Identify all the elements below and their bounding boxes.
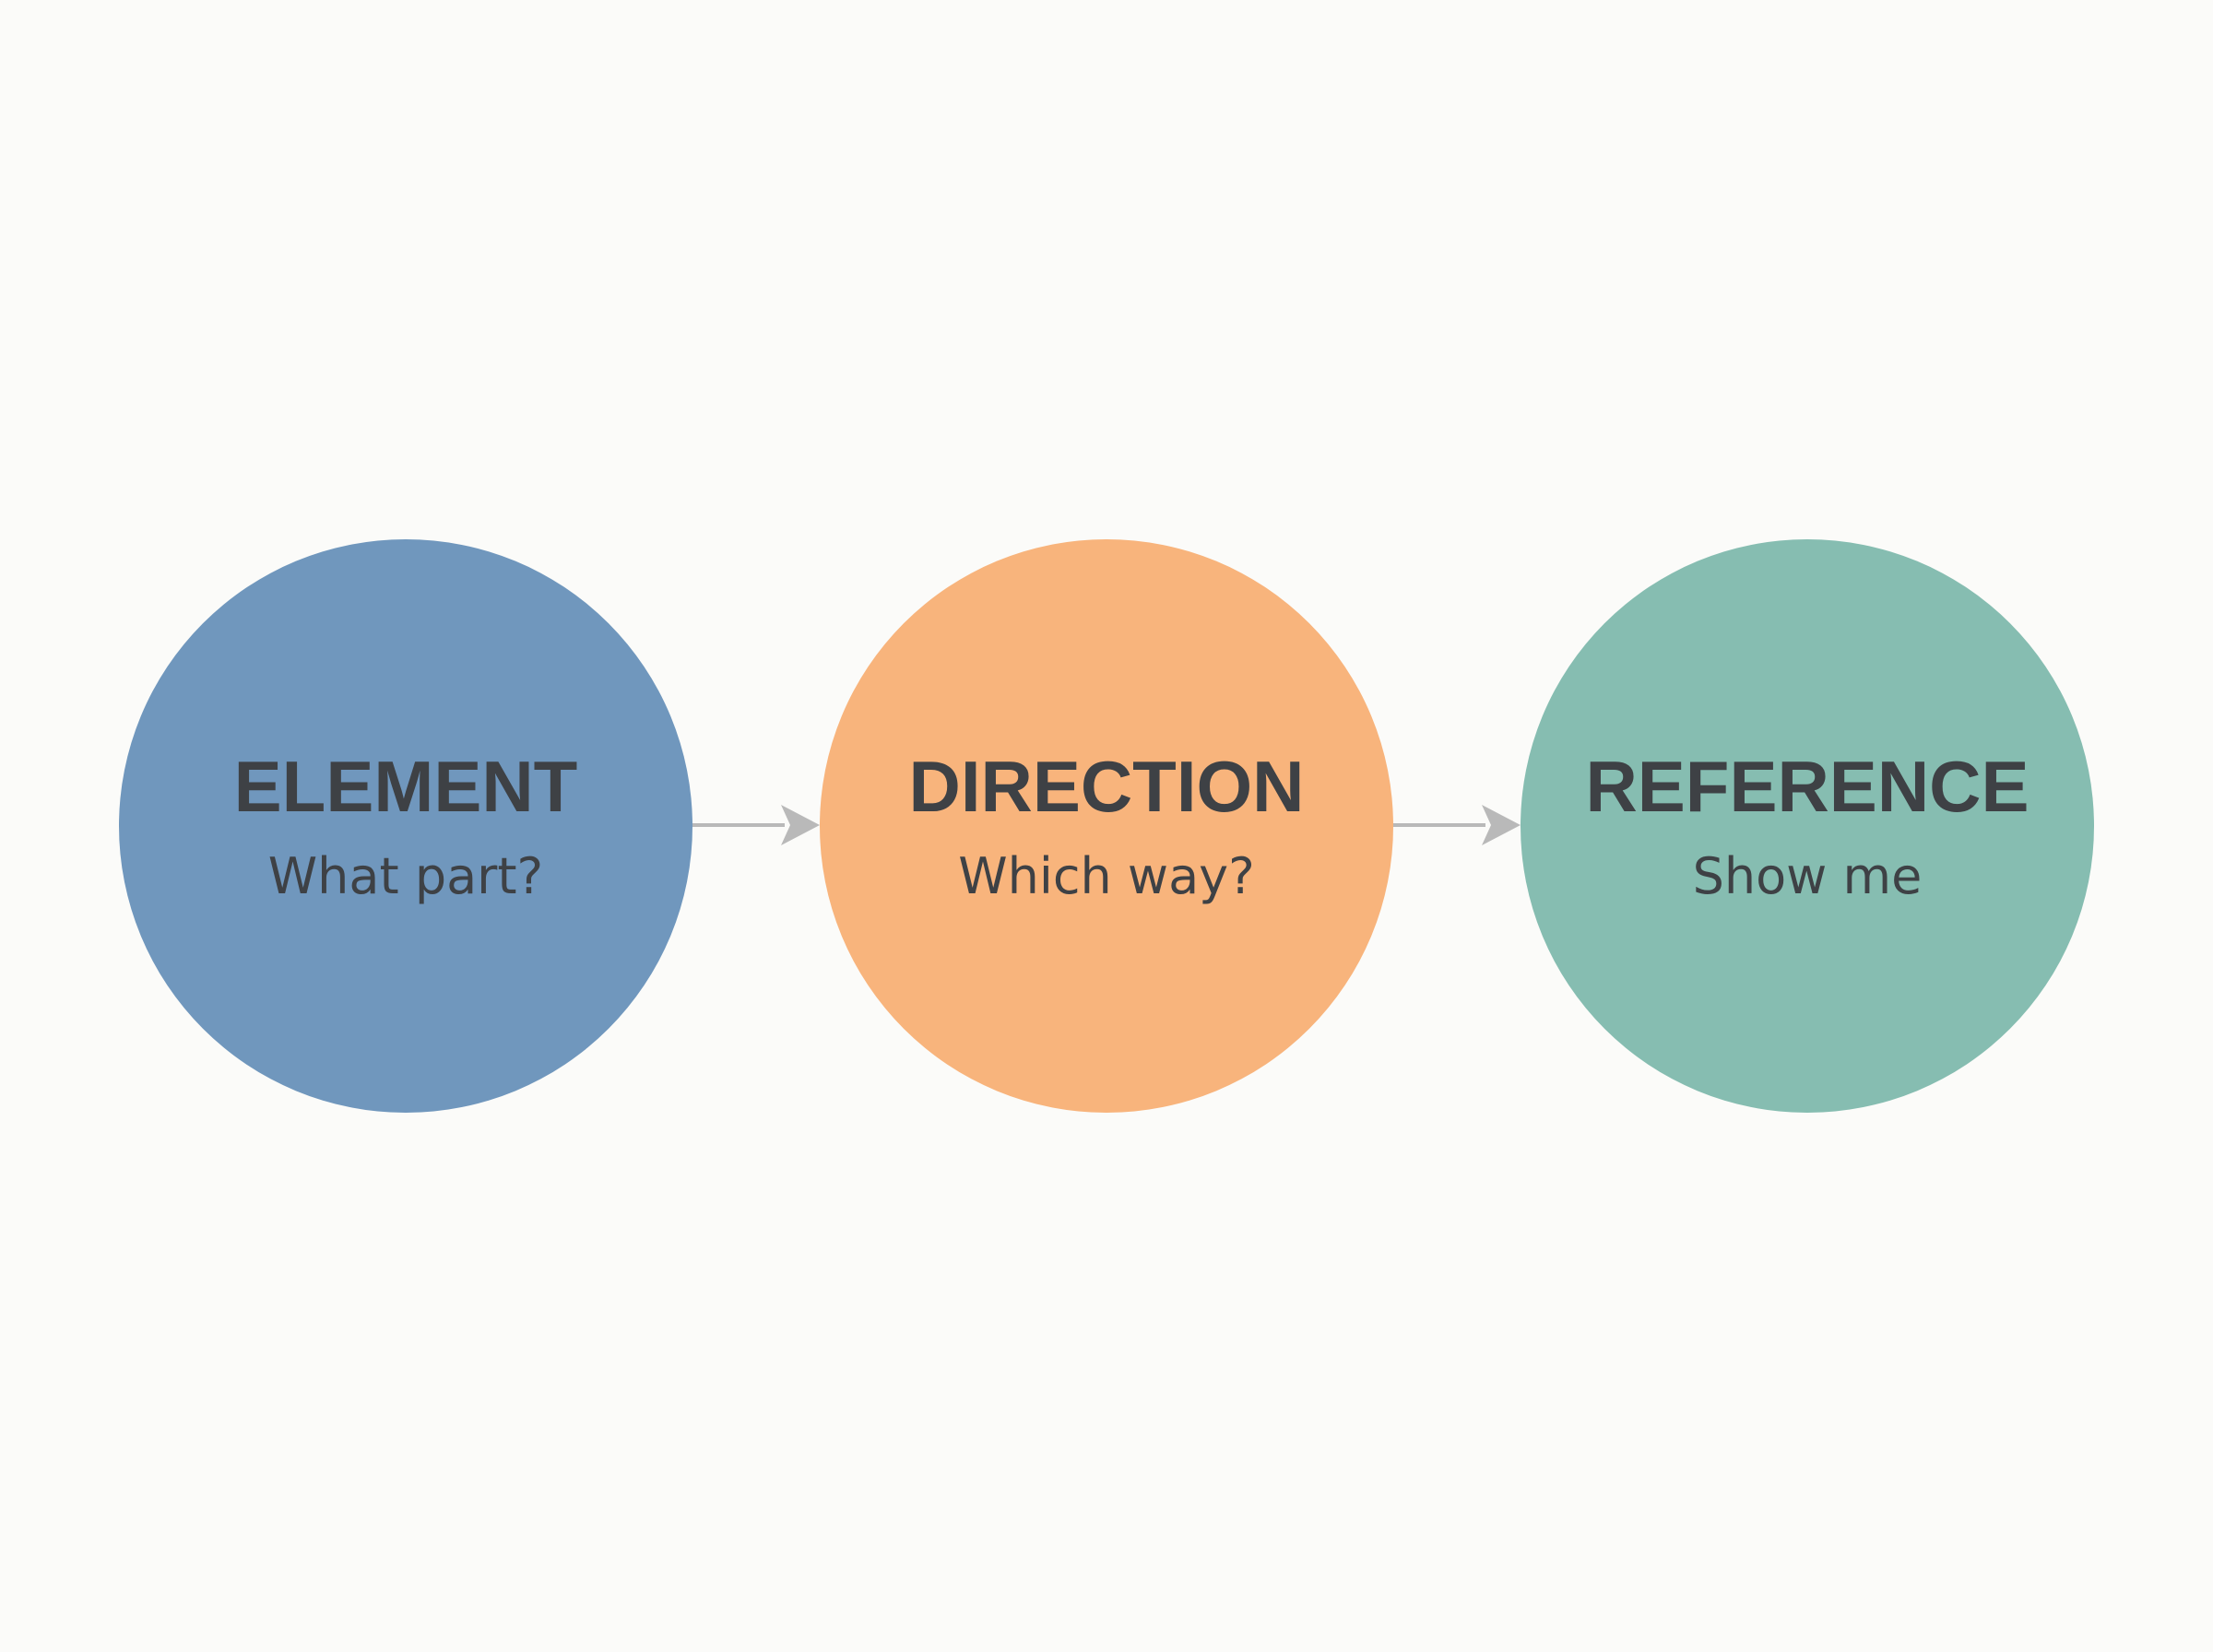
reference-circle: REFERENCE Show me bbox=[1521, 539, 2094, 1113]
arrow-right-icon bbox=[1393, 805, 1521, 845]
reference-title: REFERENCE bbox=[1585, 746, 2030, 827]
arrow-right-icon bbox=[692, 805, 820, 845]
element-title: ELEMENT bbox=[233, 746, 578, 827]
direction-circle: DIRECTION Which way? bbox=[820, 539, 1393, 1113]
direction-title: DIRECTION bbox=[908, 746, 1305, 827]
arrow-head bbox=[1482, 805, 1521, 845]
element-circle: ELEMENT What part? bbox=[119, 539, 692, 1113]
arrow-head bbox=[781, 805, 820, 845]
direction-subtitle: Which way? bbox=[958, 847, 1255, 905]
element-subtitle: What part? bbox=[267, 847, 544, 905]
reference-subtitle: Show me bbox=[1692, 847, 1923, 905]
